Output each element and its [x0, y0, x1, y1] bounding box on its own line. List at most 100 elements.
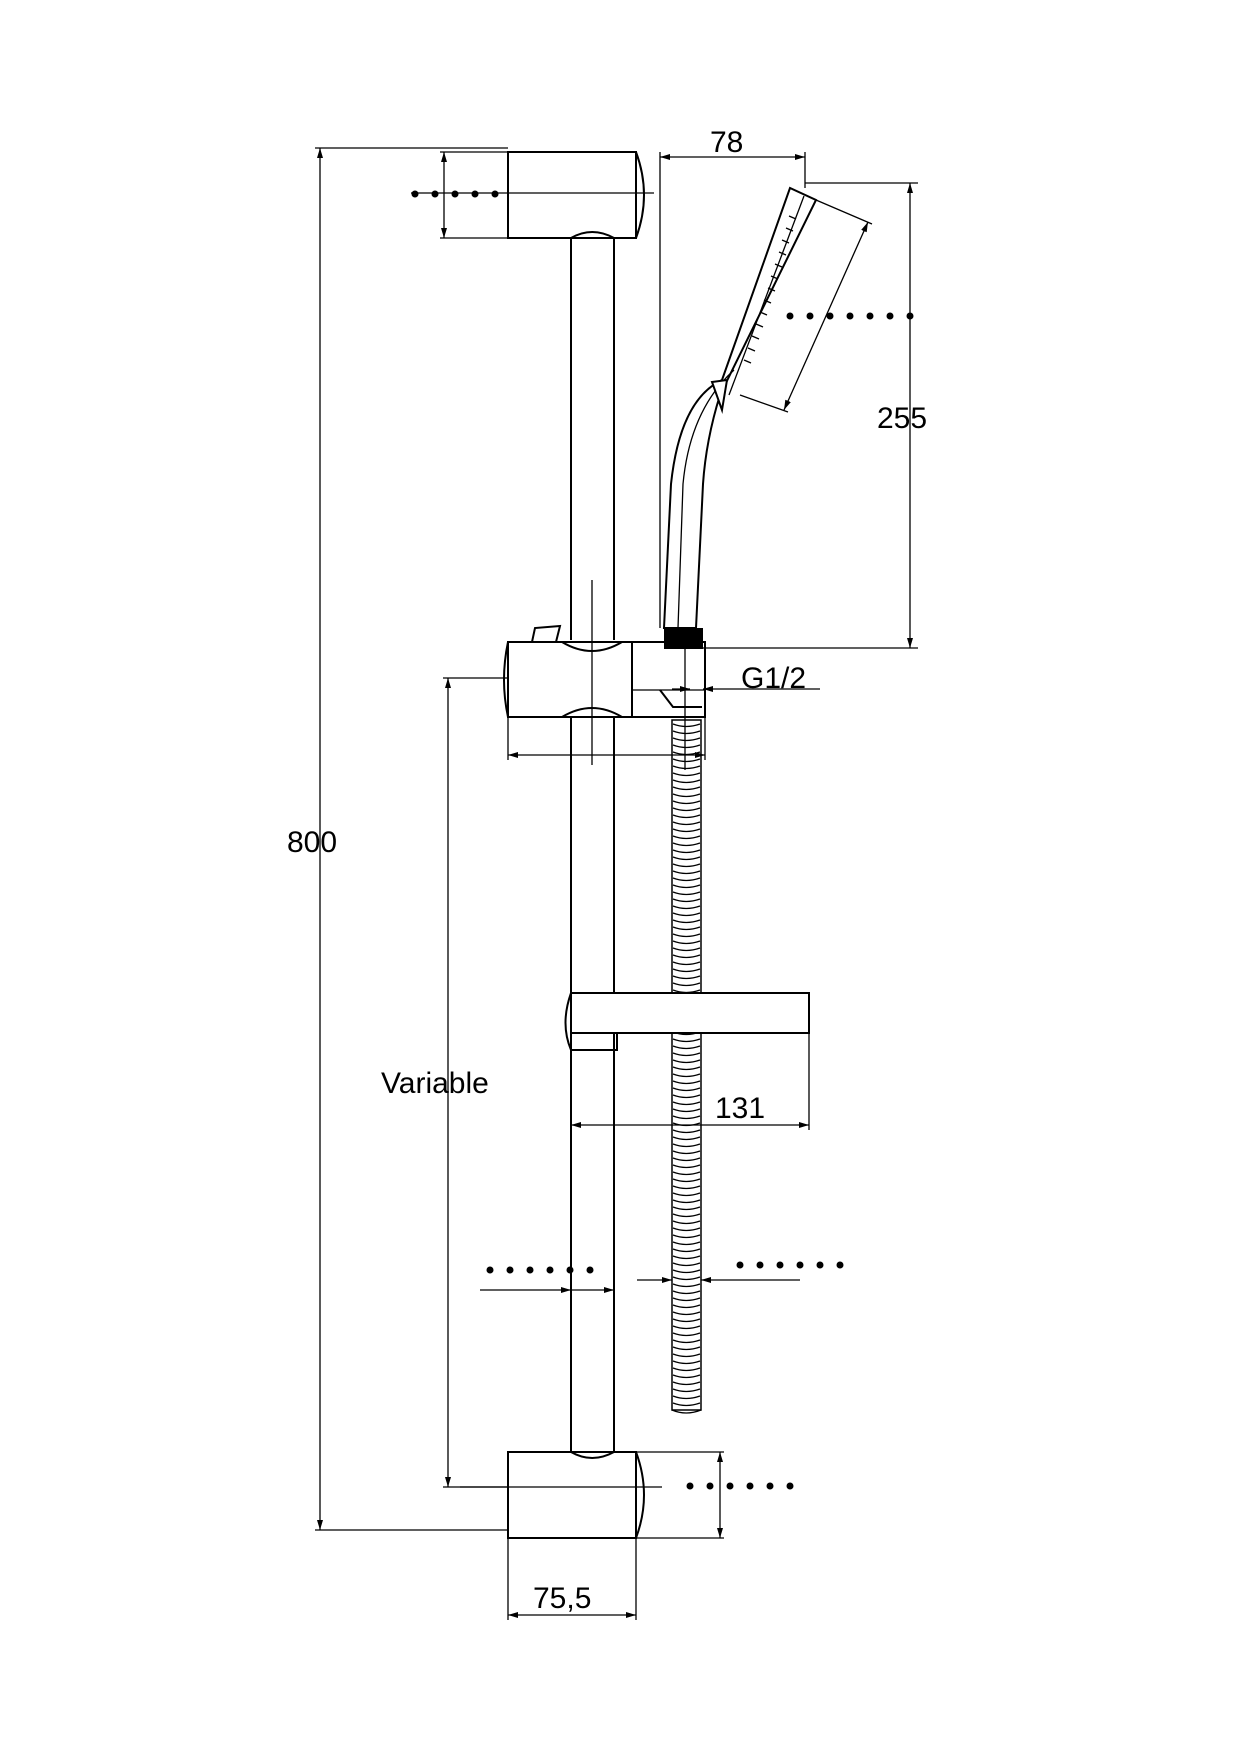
hose-coil	[672, 1262, 701, 1267]
slider-holder	[503, 624, 706, 718]
hose-coil	[672, 835, 701, 840]
hose-coil	[672, 870, 701, 875]
hose-coil	[672, 933, 701, 938]
hose-coil	[672, 1150, 701, 1155]
dimension-soap-dish-depth: 131	[570, 1033, 810, 1130]
placeholder-dot	[451, 190, 459, 198]
hose-coil	[672, 1276, 701, 1281]
hose-coil	[672, 1136, 701, 1141]
hose-coil	[672, 968, 701, 973]
dotted-placeholder	[486, 1266, 594, 1274]
placeholder-dot	[686, 1482, 694, 1490]
dotted-value-placeholders	[411, 190, 914, 1490]
placeholder-dot	[796, 1261, 804, 1269]
shower-hose	[671, 719, 702, 1414]
hose-coil	[672, 954, 701, 959]
placeholder-dot	[776, 1261, 784, 1269]
hose-coil	[672, 891, 701, 896]
soap-dish-depth-label: 131	[715, 1092, 765, 1125]
hose-coil	[672, 1395, 701, 1400]
hose-coil	[672, 737, 701, 742]
hose-coil	[672, 877, 701, 882]
placeholder-dot	[906, 312, 914, 320]
hose-coil	[672, 1304, 701, 1309]
hose-coil	[672, 1066, 701, 1071]
hose-coil	[672, 1374, 701, 1379]
top-wall-bracket	[507, 151, 645, 239]
hose-coil	[672, 1388, 701, 1393]
slider-travel-label: Variable	[381, 1067, 489, 1100]
hose-coil	[672, 744, 701, 749]
dimension-total-height: 800	[287, 147, 508, 1531]
hose-coils	[671, 723, 702, 1414]
placeholder-dot	[526, 1266, 534, 1274]
placeholder-dot	[411, 190, 419, 198]
hose-coil	[672, 779, 701, 784]
hose-coil	[672, 828, 701, 833]
placeholder-dot	[486, 1266, 494, 1274]
dimension-slider-travel: Variable	[381, 677, 508, 1488]
hose-coil	[672, 1171, 701, 1176]
total-height-label: 800	[287, 826, 337, 859]
hose-coil	[672, 1157, 701, 1162]
placeholder-dot	[736, 1261, 744, 1269]
hose-coil	[672, 1094, 701, 1099]
hose-coil	[672, 1038, 701, 1043]
hose-coil	[672, 814, 701, 819]
rail-tube	[570, 228, 615, 1455]
hose-coil	[672, 1269, 701, 1274]
hand-shower	[662, 186, 818, 649]
hose-coil	[672, 1143, 701, 1148]
placeholder-dot	[766, 1482, 774, 1490]
hose-coil	[672, 1318, 701, 1323]
hose-coil	[672, 1178, 701, 1183]
hose-coil	[672, 863, 701, 868]
placeholder-dot	[431, 190, 439, 198]
placeholder-dot	[726, 1482, 734, 1490]
handshower-width-label: 78	[710, 126, 743, 159]
hose-coil	[672, 982, 701, 987]
placeholder-dot	[706, 1482, 714, 1490]
hose-coil	[672, 793, 701, 798]
hose-coil	[672, 807, 701, 812]
dimension-handshower-width: 78	[659, 126, 806, 628]
hose-coil	[672, 1297, 701, 1302]
hose-coil	[672, 1052, 701, 1057]
hose-coil	[672, 765, 701, 770]
hose-coil	[672, 1087, 701, 1092]
placeholder-dot	[786, 312, 794, 320]
hose-coil	[672, 1108, 701, 1113]
hose-coil	[672, 1101, 701, 1106]
hose-coil	[672, 1220, 701, 1225]
center-lines	[411, 192, 686, 1488]
hose-coil	[672, 912, 701, 917]
hose-coil	[672, 1367, 701, 1372]
dimension-bracket-projection: 75,5	[507, 1538, 637, 1620]
hose-coil	[672, 786, 701, 791]
hose-coil	[672, 1332, 701, 1337]
placeholder-dot	[506, 1266, 514, 1274]
hose-coil	[672, 1402, 701, 1407]
hose-coil	[672, 1346, 701, 1351]
hose-coil	[672, 1283, 701, 1288]
placeholder-dot	[786, 1482, 794, 1490]
hose-coil	[672, 961, 701, 966]
hose-coil	[672, 849, 701, 854]
handshower-length-label: 255	[877, 402, 927, 435]
hose-coil	[672, 919, 701, 924]
hose-coil	[672, 1192, 701, 1197]
placeholder-dot	[566, 1266, 574, 1274]
bottom-wall-bracket	[507, 1451, 645, 1539]
placeholder-dot	[826, 312, 834, 320]
hose-coil	[672, 842, 701, 847]
placeholder-dot	[836, 1261, 844, 1269]
hose-coil	[672, 723, 701, 728]
hose-coil	[672, 856, 701, 861]
hose-coil	[672, 1290, 701, 1295]
hose-coil	[672, 1311, 701, 1316]
hose-coil	[672, 1073, 701, 1078]
hose-coil	[672, 758, 701, 763]
hose-coil	[672, 1360, 701, 1365]
hose-coil	[672, 975, 701, 980]
hose-coil	[672, 1234, 701, 1239]
